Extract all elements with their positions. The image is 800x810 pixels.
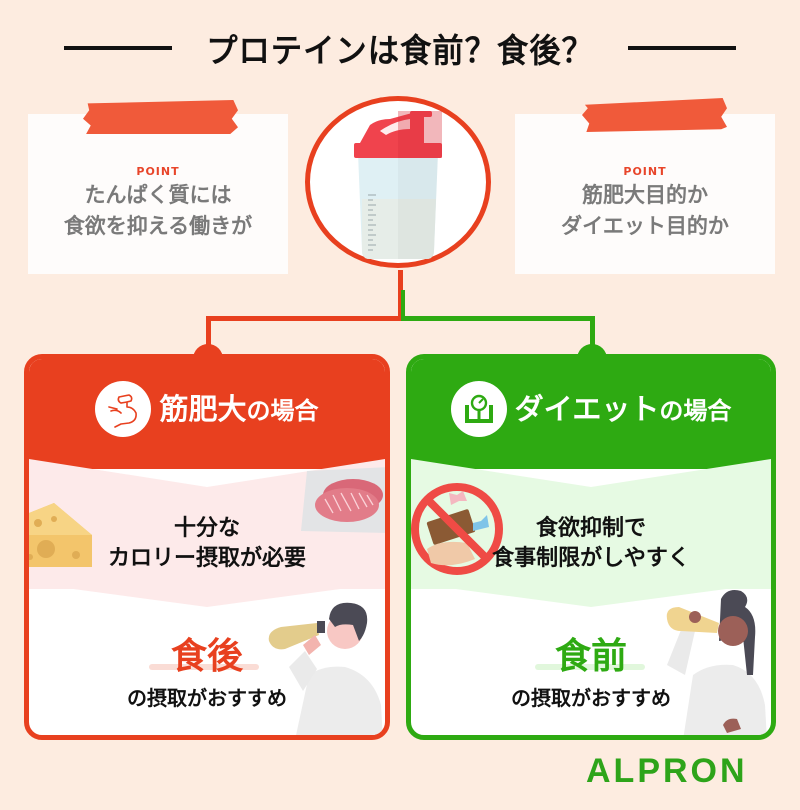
title-rule-right — [628, 46, 736, 50]
heading-main: 筋肥大 — [159, 392, 247, 426]
timing-label: 食後 — [170, 636, 243, 677]
reason-text: 食欲抑制で 食事制限がしやすく — [411, 514, 771, 574]
panel-diet: ダイエットの場合 食欲抑制で 食事制限がしやすく 食前 の摂取がおすすめ — [406, 354, 776, 740]
point-text: たんぱく質には 食欲を抑える働きが — [64, 180, 252, 242]
point-label: POINT — [136, 164, 180, 178]
heading-suffix: の場合 — [659, 397, 732, 425]
tape-decoration-right — [582, 98, 727, 132]
connector-line-green — [590, 316, 595, 356]
panel-header: ダイエットの場合 — [411, 359, 771, 469]
connector-line-green — [401, 290, 405, 321]
reason-text: 十分な カロリー摂取が必要 — [29, 514, 385, 574]
recommend-text: の摂取がおすすめ — [511, 686, 671, 710]
meat-steak-icon — [301, 467, 385, 533]
panel-heading: ダイエットの場合 — [515, 381, 732, 439]
page-title-row: プロテインは食前？食後？ — [0, 18, 800, 78]
connector-line-red — [206, 316, 401, 321]
point-line: たんぱく質には — [84, 182, 232, 207]
heading-suffix: の場合 — [246, 397, 319, 425]
flexed-bicep-icon — [95, 381, 152, 437]
panel-heading: 筋肥大の場合 — [159, 381, 318, 439]
woman-drinking-icon — [666, 590, 767, 735]
point-line: 食欲を抑える働きが — [63, 213, 253, 238]
connector-line — [398, 270, 403, 320]
title-rule-left — [64, 46, 172, 50]
brand-logo: ALPRON — [586, 752, 748, 790]
protein-shaker-icon — [354, 111, 442, 259]
point-line: 筋肥大目的か — [581, 182, 708, 207]
reason-line: 十分な — [173, 516, 240, 541]
panel-header: 筋肥大の場合 — [29, 359, 385, 469]
timing-label: 食前 — [554, 636, 627, 677]
protein-shaker-badge — [305, 96, 491, 268]
connector-line-green — [401, 316, 595, 321]
timing-highlight — [535, 664, 645, 670]
point-label: POINT — [623, 164, 667, 178]
no-snacks-icon — [411, 483, 503, 575]
reason-line: カロリー摂取が必要 — [107, 546, 306, 571]
cheese-icon — [29, 503, 92, 567]
heading-main: ダイエット — [514, 392, 660, 426]
point-card-right: POINT 筋肥大目的か ダイエット目的か — [515, 114, 775, 274]
panel-muscle-gain: 筋肥大の場合 十分な カロリー摂取が必要 食後 の摂取がおすすめ — [24, 354, 390, 740]
recommend-text: の摂取がおすすめ — [127, 686, 287, 710]
point-card-left: POINT たんぱく質には 食欲を抑える働きが — [28, 114, 288, 274]
timing-highlight — [149, 664, 259, 670]
reason-line: 食事制限がしやすく — [492, 546, 690, 571]
point-line: ダイエット目的か — [561, 213, 729, 238]
point-text: 筋肥大目的か ダイエット目的か — [561, 180, 729, 242]
reason-line: 食欲抑制で — [535, 516, 646, 541]
tape-decoration-left — [83, 100, 238, 134]
page-title: プロテインは食前？食後？ — [206, 31, 594, 70]
connector-line-red — [206, 316, 211, 356]
weight-scale-icon — [450, 381, 507, 437]
man-drinking-icon — [268, 602, 383, 735]
